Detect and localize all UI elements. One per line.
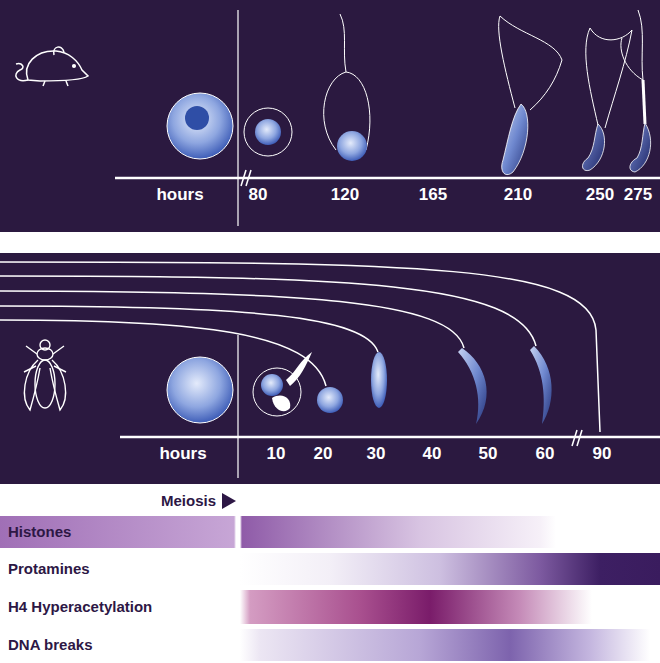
fly-axis	[120, 335, 660, 478]
mouse-panel	[0, 0, 660, 232]
fly-spermatogenesis-cells	[371, 352, 387, 408]
fly-flagella	[0, 262, 600, 432]
mouse-spermatogenesis-cells	[185, 106, 209, 130]
mouse-icon	[16, 47, 88, 86]
mouse-spermatogenesis-cells	[337, 131, 367, 161]
hour-tick: 275	[624, 185, 652, 205]
fly-spermatogenesis-cells	[167, 346, 552, 424]
hour-tick: 20	[314, 444, 333, 464]
mouse-spermatogenesis-cells	[167, 93, 233, 159]
mouse-spermatogenesis-cells	[340, 14, 346, 72]
protamine-bar: Protamines	[0, 553, 660, 585]
fly-axis	[237, 335, 238, 478]
mouse-spermatogenesis-cells	[255, 119, 281, 145]
hour-tick: 250	[586, 185, 614, 205]
mouse-spermatogenesis-cells	[586, 28, 632, 128]
mouse-spermatogenesis-cells	[643, 80, 645, 124]
mouse-axis	[241, 170, 246, 186]
fly-spermatogenesis-cells	[286, 352, 312, 386]
axis-unit: hours	[159, 444, 206, 464]
mouse-icon	[43, 81, 68, 86]
fly-spermatogenesis-cells	[317, 387, 343, 413]
fly-icon	[40, 340, 50, 350]
mouse-axis	[115, 177, 660, 180]
meiosis-marker	[222, 493, 236, 509]
fly-panel	[0, 253, 660, 484]
mouse-spermatogenesis-cells	[630, 123, 651, 172]
mouse-spermatogenesis-cells	[499, 16, 562, 110]
mouse-spermatogenesis-cells	[502, 104, 528, 175]
phase-label: Meiosis	[161, 492, 216, 509]
mouse-spermatogenesis-cells	[167, 10, 651, 175]
h4-hyperacetylation-bar: H4 Hyperacetylation	[0, 590, 660, 624]
mouse-spermatogenesis-cells	[244, 108, 292, 156]
hour-tick: 10	[267, 444, 286, 464]
fly-icon	[24, 346, 66, 372]
hour-tick: 165	[419, 185, 447, 205]
fly-flagella	[0, 276, 536, 346]
mouse-icon	[27, 51, 88, 81]
meiosis-marker	[222, 493, 236, 509]
fly-flagella	[0, 262, 600, 432]
fly-spermatogenesis-cells	[167, 357, 233, 423]
mouse-icon	[54, 47, 64, 55]
fly-axis	[577, 430, 582, 446]
bar-label: DNA breaks	[8, 629, 92, 661]
fly-flagella	[0, 291, 464, 348]
hour-tick: 50	[479, 444, 498, 464]
fly-spermatogenesis-cells	[261, 374, 283, 396]
hour-tick: 30	[367, 444, 386, 464]
mouse-spermatogenesis-cells	[621, 10, 643, 80]
axis-unit: hours	[156, 185, 203, 205]
fly-spermatogenesis-cells	[272, 396, 290, 412]
bar-label: Histones	[8, 516, 71, 548]
bar-label: Protamines	[8, 553, 90, 585]
dna-break-bar: DNA breaks	[0, 629, 660, 661]
hour-tick: 60	[536, 444, 555, 464]
mouse-icon	[16, 64, 28, 81]
hour-tick: 40	[423, 444, 442, 464]
histone-bar: Histones	[0, 516, 660, 548]
mouse-icon	[73, 65, 76, 68]
hour-tick: 90	[593, 444, 612, 464]
hour-tick: 120	[331, 185, 359, 205]
fly-axis	[572, 430, 577, 446]
mouse-axis	[237, 10, 238, 226]
hour-tick: 210	[504, 185, 532, 205]
fly-icon	[24, 340, 66, 410]
hour-tick: 80	[249, 185, 268, 205]
bar-label: H4 Hyperacetylation	[8, 590, 152, 624]
fly-spermatogenesis-cells	[458, 348, 487, 424]
mouse-spermatogenesis-cells	[582, 124, 604, 171]
fly-spermatogenesis-cells	[530, 346, 552, 424]
fly-flagella	[0, 306, 378, 352]
mouse-axis	[246, 170, 251, 186]
mouse-axis	[115, 10, 660, 226]
fly-icon	[35, 360, 55, 408]
